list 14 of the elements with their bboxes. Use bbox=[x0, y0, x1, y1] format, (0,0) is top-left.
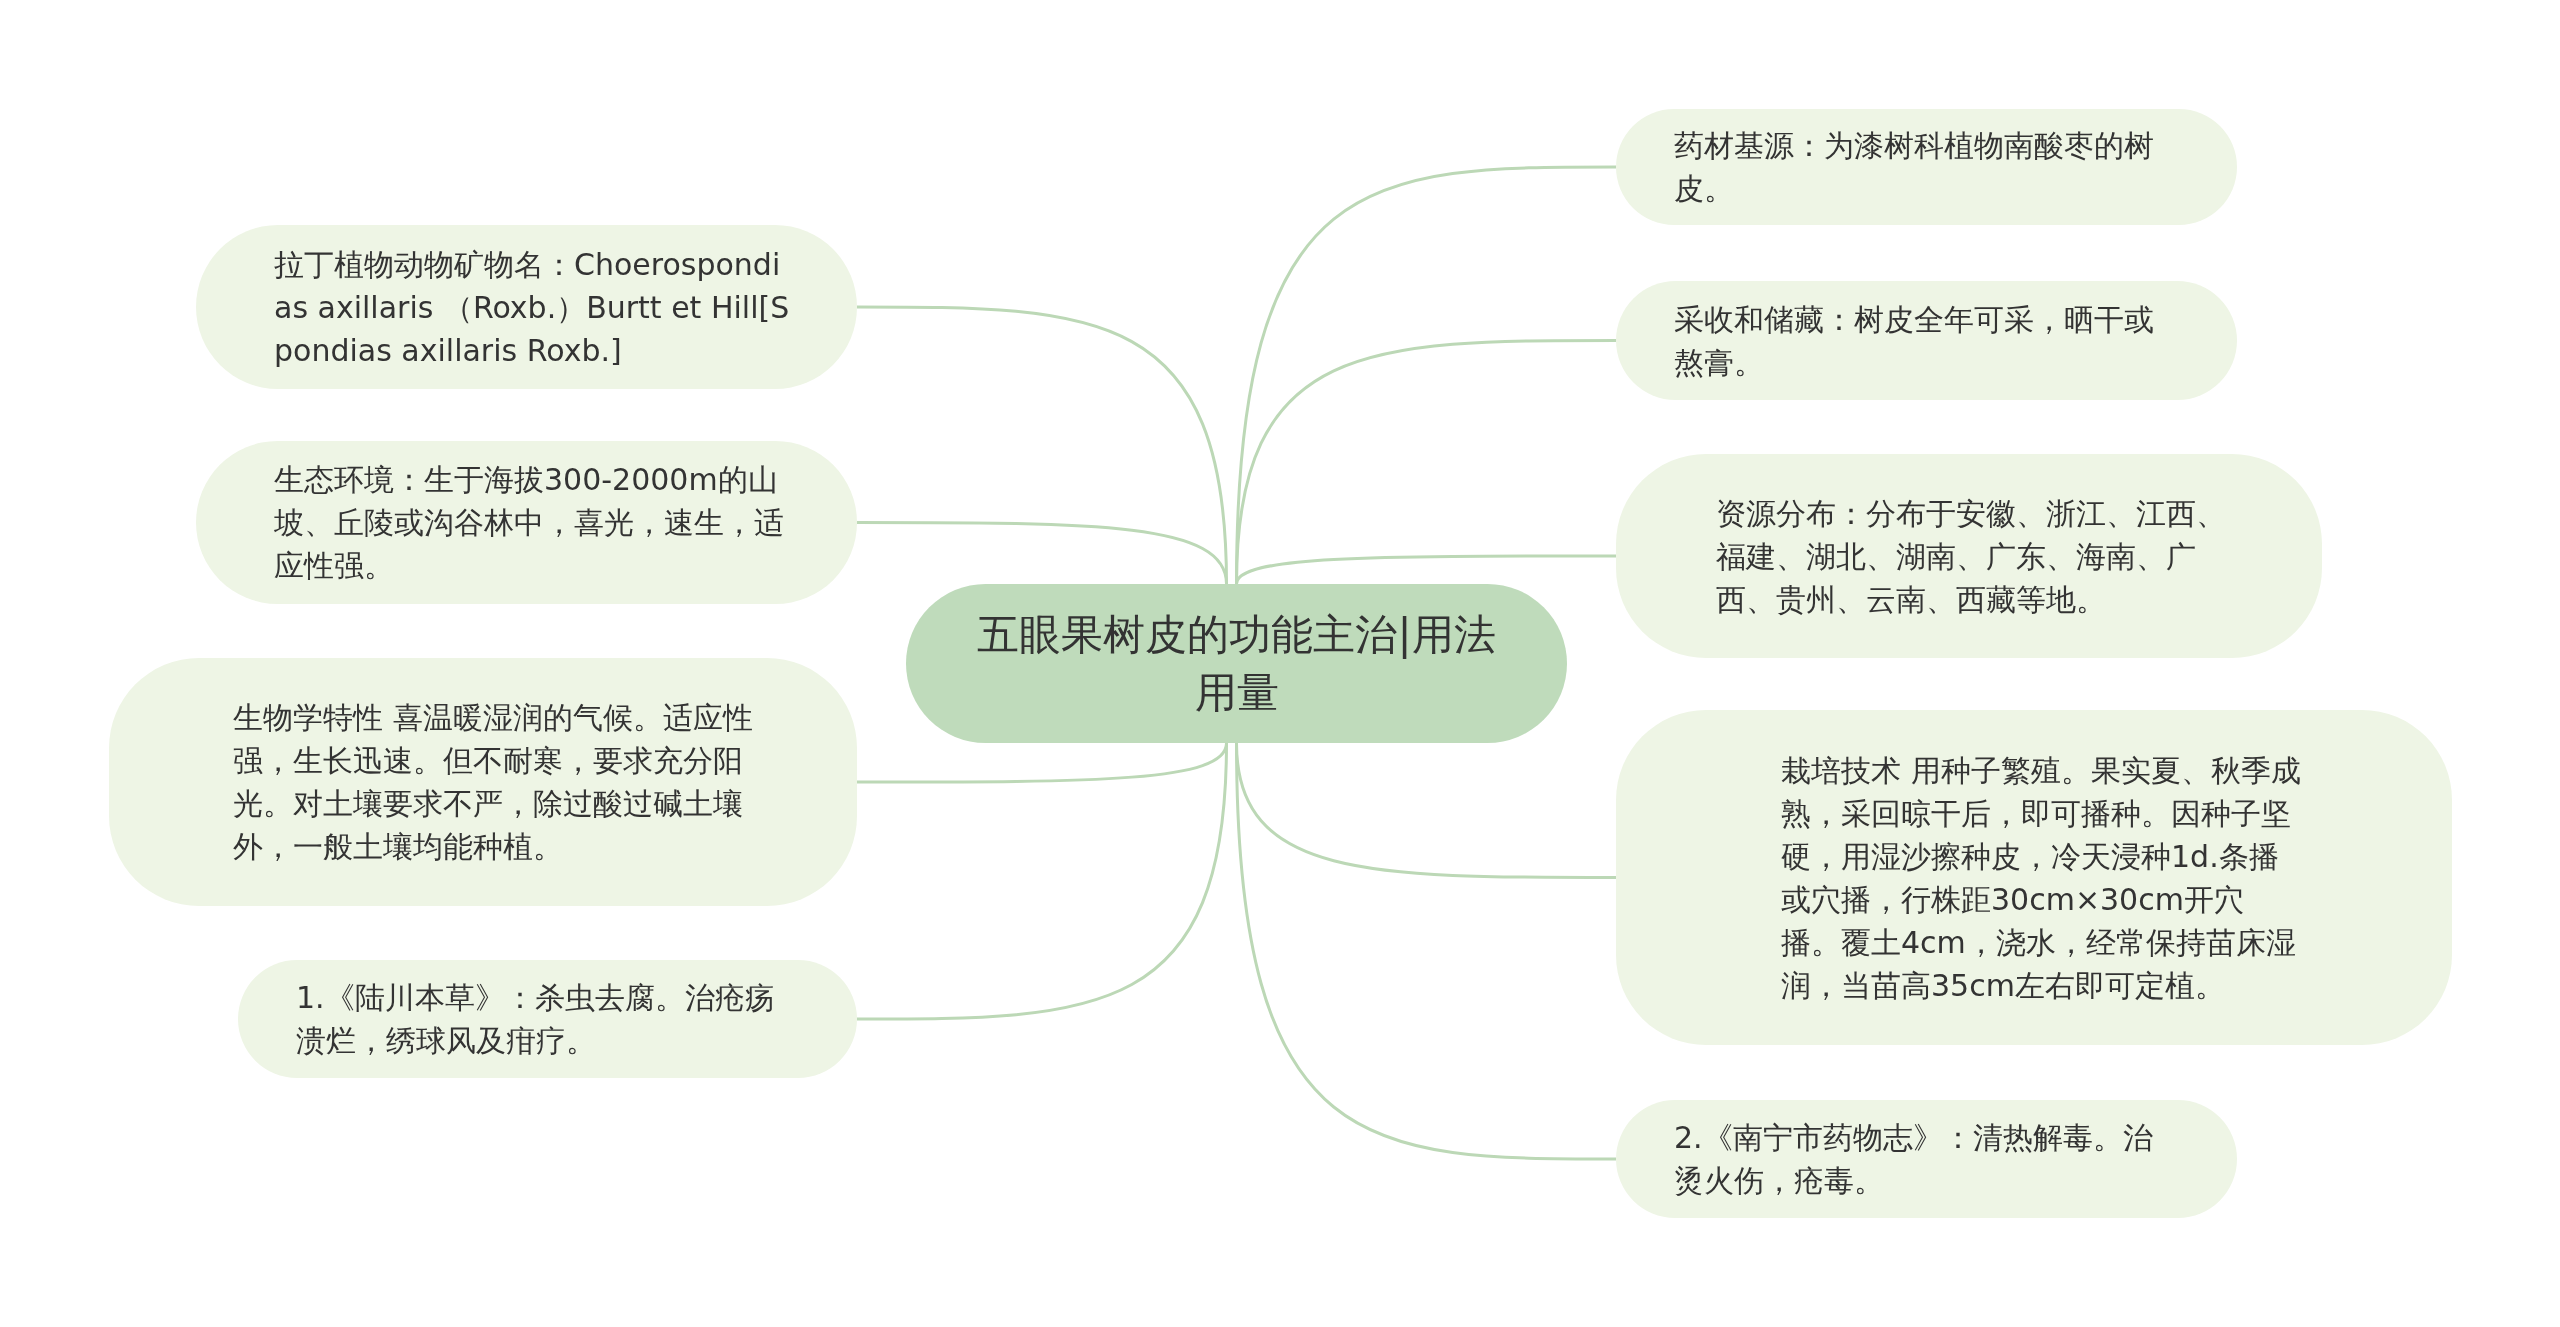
topic-text: 采收和储藏：树皮全年可采，晒干或熬膏。 bbox=[1674, 300, 2155, 382]
topic-text: 栽培技术 用种子繁殖。果实夏、秋季成熟，采回晾干后，即可播种。因种子坚硬，用湿沙擦种皮，冷天浸种1d.条播或穴播，行株距30cm×30cm开穴播。覆土4cm，浇水，经常保持苗床湿润，当苗高35cm左右即可定植。 bbox=[1781, 751, 2301, 1005]
topic-text: 1.《陆川本草》：杀虫去腐。治疮疡溃烂，绣球风及疳疗。 bbox=[296, 979, 776, 1060]
topic-text: 药材基源：为漆树科植物南酸枣的树皮。 bbox=[1674, 127, 2155, 208]
topic-text: 资源分布：分布于安徽、浙江、江西、福建、湖北、湖南、广东、海南、广西、贵州、云南、西藏等地。 bbox=[1716, 494, 2227, 619]
topic-text: 生物学特性 喜温暖湿润的气候。适应性强，生长迅速。但不耐寒，要求充分阳光。对土壤要求不严，除过酸过碱土壤外，一般土壤均能种植。 bbox=[233, 699, 753, 866]
connector-line bbox=[1235, 554, 1616, 585]
topic-text: 拉丁植物动物矿物名：Choerospondias axillaris （Roxb.）Burtt et Hill[Spondias axillaris Roxb.] bbox=[274, 245, 791, 370]
central-topic-text: 五眼果树皮的功能主治|用法用量 bbox=[976, 608, 1497, 719]
topic-text: 生态环境：生于海拔300-2000m的山坡、丘陵或沟谷林中，喜光，速生，适应性强。 bbox=[274, 461, 785, 585]
connector-line bbox=[857, 521, 1228, 585]
topic-box bbox=[1616, 710, 2452, 1045]
topic-text: 2.《南宁市药物志》：清热解毒。治烫火伤，疮毒。 bbox=[1674, 1119, 2154, 1200]
connector-line bbox=[857, 742, 1228, 1021]
